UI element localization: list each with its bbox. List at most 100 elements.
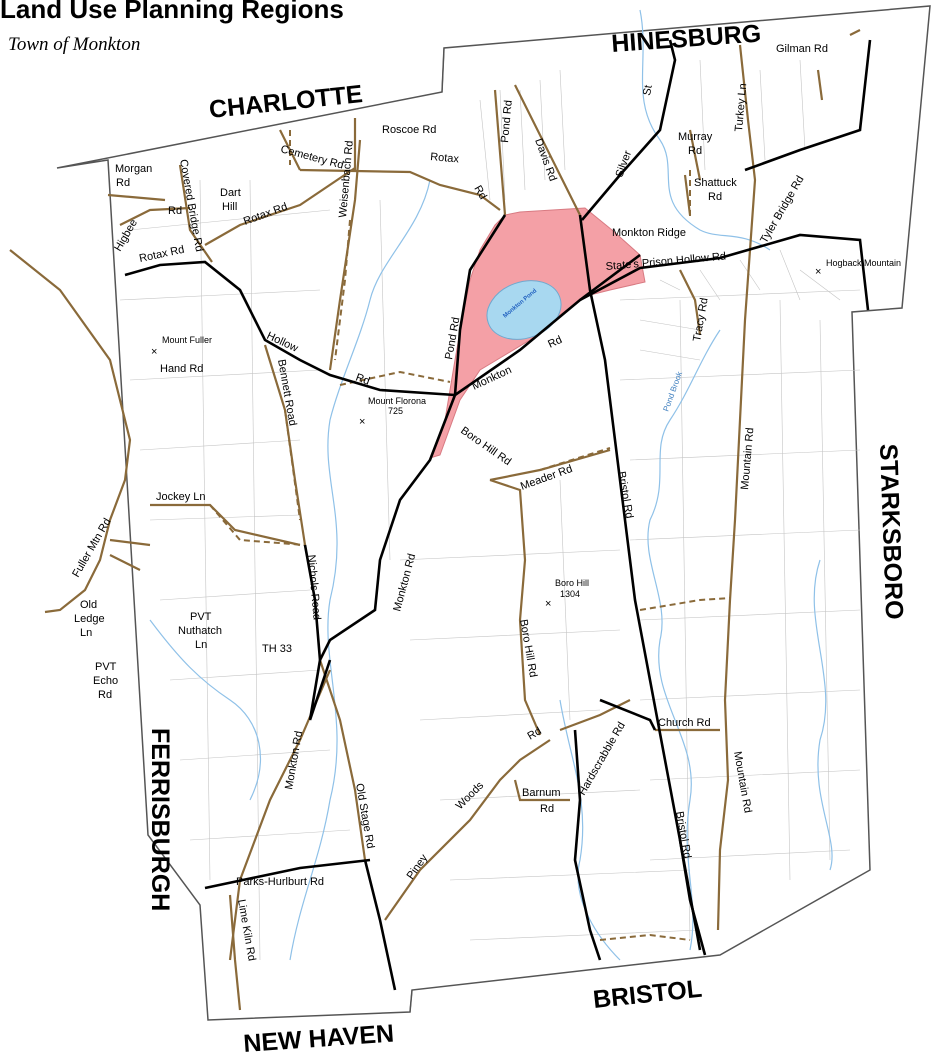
label-barnum-rd: Rd — [540, 803, 554, 815]
road-covered-bridge — [178, 164, 213, 263]
label-nuthatch-ln: Ln — [195, 639, 207, 651]
label-old: Old — [80, 599, 97, 611]
label-mount-florona-elev: 725 — [388, 406, 403, 416]
stream-east — [813, 559, 833, 871]
road-pond-north — [493, 89, 507, 216]
neighbor-line-bristol — [409, 989, 413, 1013]
label-mountain-n: Mountain Rd — [739, 427, 756, 490]
label-murray-rd: Rd — [688, 145, 702, 157]
label-mount-florona: Mount Florona — [368, 396, 426, 406]
label-roscoe: Roscoe Rd — [382, 124, 436, 136]
road-church-main — [599, 698, 657, 731]
road-east-dashed — [639, 597, 731, 611]
road-bristol-main — [578, 214, 702, 951]
label-morgan: Morgan — [115, 163, 152, 175]
label-gilman: Gilman Rd — [776, 43, 828, 55]
stream-west — [289, 179, 431, 961]
label-pvt-nuthatch: PVT — [190, 611, 212, 623]
road-silver — [581, 39, 677, 221]
label-dart: Dart — [220, 187, 241, 199]
points-of-interest: × Mount Fuller × Mount Florona 725 × Bor… — [151, 258, 901, 610]
town-ferrisburgh: FERRISBURGH — [146, 728, 174, 911]
road-lime-kiln — [228, 894, 242, 1011]
neighbor-towns: CHARLOTTE HINESBURG STARKSBORO FERRISBUR… — [146, 20, 908, 1057]
label-fuller-mtn: Fuller Mtn Rd — [70, 516, 113, 579]
road-higbee — [119, 206, 191, 226]
streams — [149, 9, 833, 961]
label-st: St — [641, 84, 655, 96]
parcel-lines — [119, 59, 861, 961]
road-barnum — [513, 779, 570, 802]
road-monkton-mid — [318, 394, 457, 661]
label-nichols: Nichols Road — [305, 554, 323, 620]
marker-mount-florona: × — [359, 416, 365, 428]
label-morgan-rd: Rd — [116, 177, 130, 189]
label-hand: Hand Rd — [160, 363, 203, 375]
road-turkey — [716, 44, 757, 931]
label-mount-fuller: Mount Fuller — [162, 335, 212, 345]
town-starksboro: STARKSBORO — [874, 443, 908, 620]
road-monkton-south — [308, 659, 332, 721]
stream-southwest — [149, 619, 261, 801]
label-monkton-ridge: Monkton Ridge — [612, 227, 686, 239]
label-boro-hill-elev: 1304 — [560, 589, 580, 599]
label-parks-hurlburt: Parks-Hurlburt Rd — [236, 876, 324, 888]
town-new-haven: NEW HAVEN — [242, 1020, 395, 1057]
road-fuller-branch — [109, 538, 151, 571]
town-bristol: BRISTOL — [592, 975, 704, 1014]
label-shattuck: Shattuck — [694, 177, 737, 189]
label-nuthatch: Nuthatch — [178, 625, 222, 637]
label-higbee-rd: Rd — [168, 205, 182, 217]
local-roads — [9, 29, 861, 1011]
road-shattuck — [683, 174, 692, 216]
road-old-stage-main — [363, 859, 397, 991]
marker-mount-fuller: × — [151, 346, 157, 358]
road-tracy — [679, 269, 702, 336]
road-hardscrabble-main — [573, 729, 602, 961]
road-gilman — [816, 29, 861, 101]
label-boro-hill: Boro Hill — [555, 578, 589, 588]
map-title: Land Use Planning Regions — [0, 0, 344, 24]
label-church: Church Rd — [658, 717, 711, 729]
label-hollow-rd: Rd — [354, 372, 371, 388]
stream-south — [559, 699, 621, 961]
marker-hogback: × — [815, 266, 821, 278]
label-rotax-1: Rotax — [430, 151, 460, 166]
road-fuller-mtn — [9, 249, 132, 614]
label-hogback: Hogback Mountain — [826, 258, 901, 268]
stream-north — [639, 9, 771, 251]
road-cemetery — [279, 129, 301, 171]
road-old-stage — [318, 659, 367, 861]
road-nichols — [303, 544, 322, 661]
label-ledge: Ledge — [74, 613, 105, 625]
label-murray: Murray — [678, 131, 713, 143]
label-pvt-echo: PVT — [95, 661, 117, 673]
label-hill: Hill — [222, 201, 237, 213]
label-echo: Echo — [93, 675, 118, 687]
label-th33: TH 33 — [262, 643, 292, 655]
road-tyler-bridge — [744, 39, 872, 172]
map-subtitle: Town of Monkton — [8, 34, 141, 55]
label-ledge-ln: Ln — [80, 627, 92, 639]
road-boro-hill — [489, 478, 542, 736]
road-bristol-south — [678, 839, 707, 956]
road-bennett-dashed — [284, 409, 301, 521]
road-jockey — [150, 503, 301, 547]
monkton-pond — [486, 280, 562, 340]
road-weisenbach-dashed — [334, 219, 351, 361]
road-rotax-mid — [299, 168, 501, 211]
stream-pond-brook — [647, 329, 721, 951]
label-monkton-ne-rd: Rd — [546, 334, 564, 351]
road-states-prison — [579, 233, 870, 311]
neighbor-line-charlotte — [441, 47, 445, 93]
road-piney-woods — [384, 739, 551, 921]
label-turkey: Turkey Ln — [733, 83, 749, 132]
road-meader-dashed — [539, 447, 611, 471]
unimproved-roads — [209, 130, 731, 941]
road-jockey-dashed — [209, 504, 306, 546]
label-barnum: Barnum — [522, 787, 561, 799]
road-hardscrabble — [559, 699, 631, 732]
road-murray — [688, 129, 702, 181]
road-pond-south — [453, 214, 507, 396]
